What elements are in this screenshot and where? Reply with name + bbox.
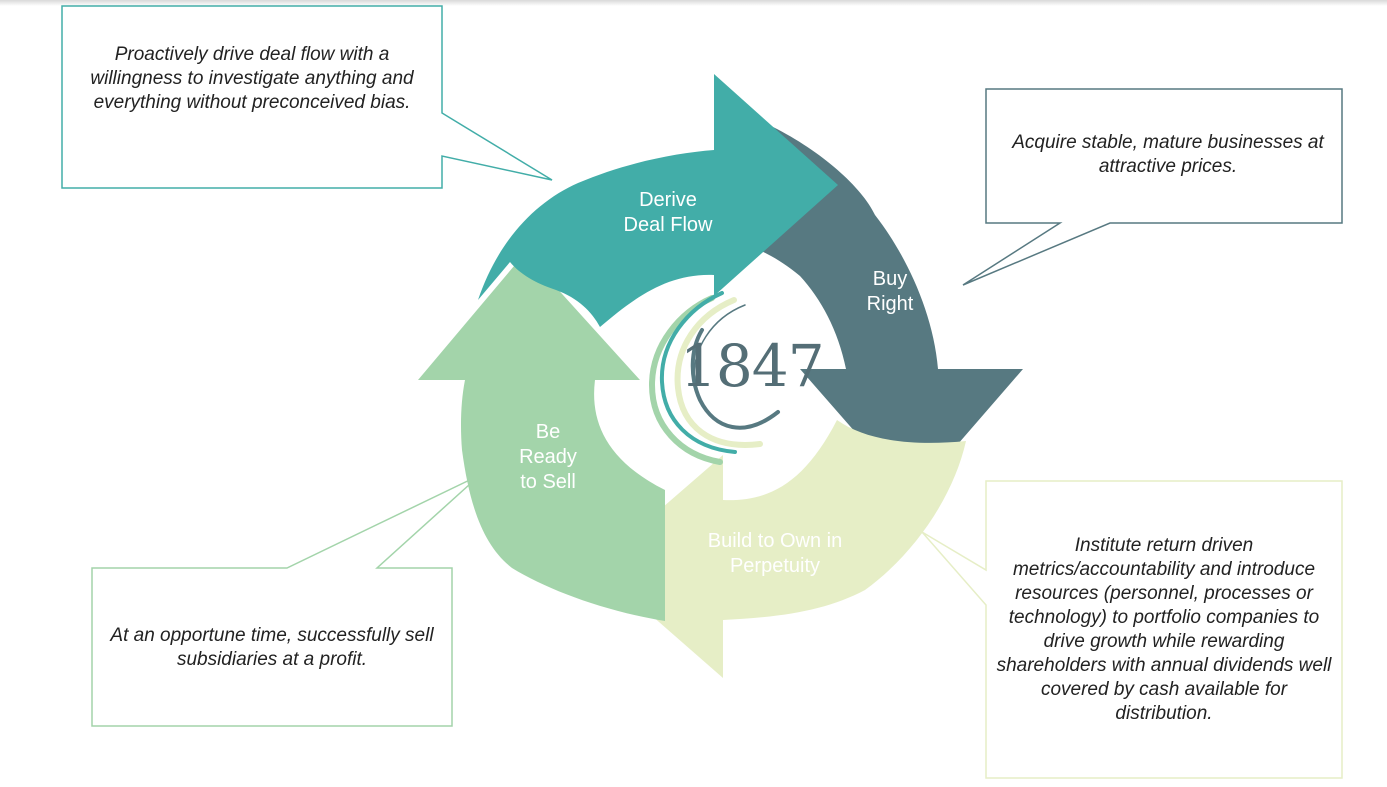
arrow-buy-right <box>752 126 1023 497</box>
callout-buy-text: Acquire stable, mature businesses at att… <box>1012 132 1324 177</box>
stage-label-build: Build to Own in Perpetuity <box>707 530 843 577</box>
callout-buy-box <box>962 88 1343 286</box>
arrow-derive <box>478 74 838 327</box>
stage-label-buy: Buy Right <box>866 268 914 315</box>
top-edge-shadow <box>0 0 1387 6</box>
callout-derive-box <box>61 5 553 189</box>
callout-sell-box <box>91 474 481 727</box>
callout-derive-text: Proactively drive deal flow with a willi… <box>90 44 414 113</box>
logo-text: 1847 <box>680 332 825 400</box>
logo-swirl-icon <box>648 291 780 465</box>
arrow-build-own <box>595 420 966 678</box>
stage-label-derive: Derive Deal Flow <box>623 189 713 236</box>
callout-sell-text: At an opportune time, successfully sell … <box>110 625 434 670</box>
stage-label-sell: Be Ready to Sell <box>519 421 577 493</box>
arrow-be-ready <box>418 253 665 621</box>
callout-build-box <box>921 480 1343 779</box>
callout-build-text: Institute return driven metrics/accounta… <box>996 535 1332 724</box>
